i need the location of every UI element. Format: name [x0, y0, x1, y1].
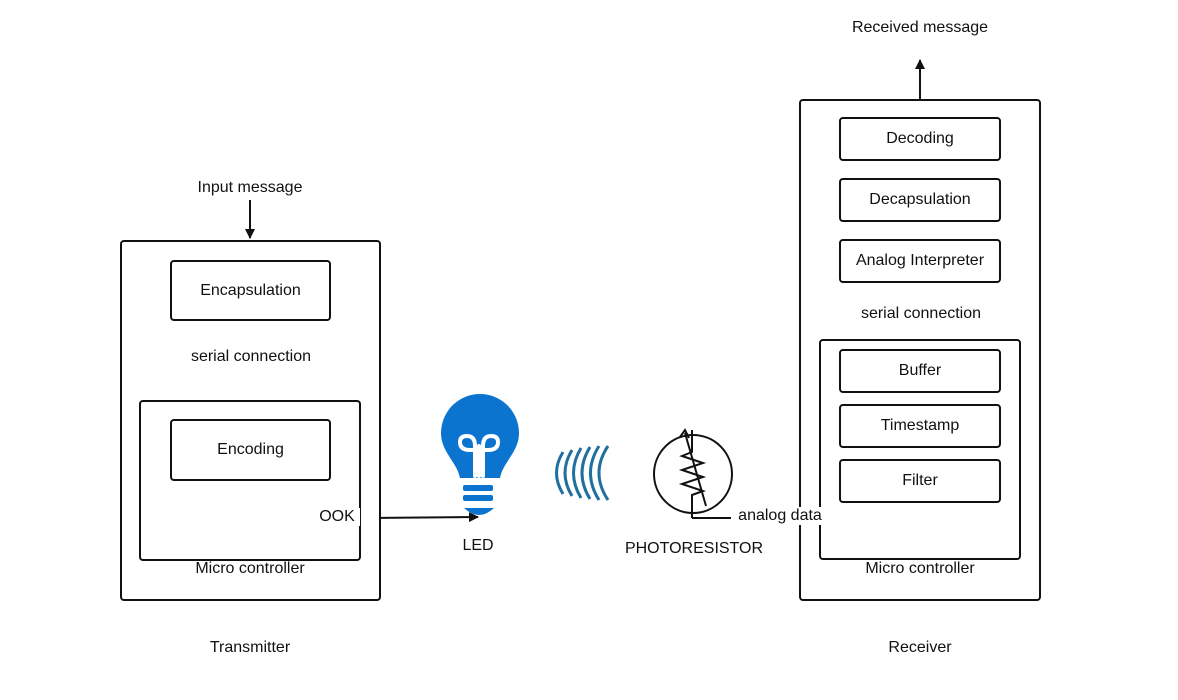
tx-serial-connection-label: serial connection	[170, 348, 332, 366]
decapsulation-block: Decapsulation	[839, 178, 1001, 222]
analog-interpreter-block: Analog Interpreter	[839, 239, 1001, 283]
encapsulation-block: Encapsulation	[170, 260, 331, 321]
photoresistor-icon	[653, 428, 733, 518]
encoding-block: Encoding	[170, 419, 331, 481]
timestamp-block: Timestamp	[839, 404, 1001, 448]
receiver-caption: Receiver	[888, 639, 952, 656]
ook-label: OOK	[314, 508, 360, 526]
rx-microcontroller-label: Micro controller	[865, 560, 975, 577]
light-waves-icon	[555, 445, 610, 501]
photoresistor-label: PHOTORESISTOR	[624, 540, 764, 557]
led-label: LED	[462, 537, 494, 554]
received-message-label: Received message	[851, 19, 989, 36]
transmitter-caption: Transmitter	[209, 639, 291, 656]
rx-serial-connection-label: serial connection	[840, 305, 1002, 323]
tx-microcontroller-label: Micro controller	[195, 560, 305, 577]
input-message-label: Input message	[197, 179, 303, 196]
led-bulb-icon	[441, 394, 519, 515]
analog-data-label: analog data	[731, 507, 829, 525]
buffer-block: Buffer	[839, 349, 1001, 393]
filter-block: Filter	[839, 459, 1001, 503]
decoding-block: Decoding	[839, 117, 1001, 161]
